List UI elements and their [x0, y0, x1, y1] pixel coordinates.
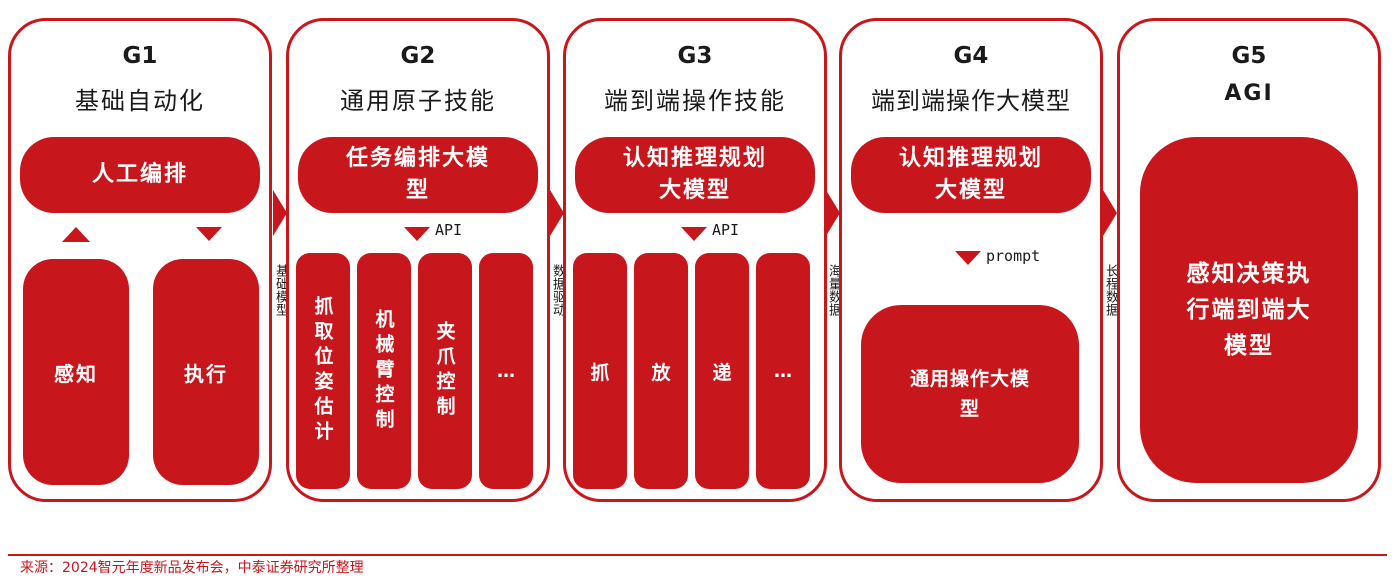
stage-g5: G5 AGI 感知决策执 行端到端大 模型 — [1117, 18, 1381, 502]
stage-id: G3 — [677, 43, 713, 69]
cognitive-reasoning-model-block: 认知推理规划 大模型 — [575, 137, 815, 213]
skill-block: 夹爪控制 — [418, 253, 472, 489]
skill-block: 机械臂控制 — [357, 253, 411, 489]
skill-block-more: … — [479, 253, 533, 489]
stage-id: G1 — [122, 43, 158, 69]
stage-name: AGI — [1224, 81, 1274, 106]
up-arrow-icon — [62, 227, 90, 242]
chevron-right-icon — [273, 190, 287, 236]
stage-name: 基础自动化 — [75, 87, 205, 115]
down-arrow-icon — [955, 251, 981, 265]
stage-g1: G1 基础自动化 人工编排 感知 执行 — [8, 18, 272, 502]
general-operation-model-block: 通用操作大模 型 — [861, 305, 1079, 483]
down-arrow-icon — [196, 227, 222, 241]
connector-label: 基础模型 — [273, 264, 288, 316]
stage-g3: G3 端到端操作技能 认知推理规划 大模型 API 抓 放 递 … — [563, 18, 827, 502]
stage-name: 端到端操作技能 — [604, 87, 786, 115]
manual-orchestration-block: 人工编排 — [20, 137, 260, 213]
stage-name: 通用原子技能 — [340, 87, 496, 115]
stage-name: 端到端操作大模型 — [871, 87, 1071, 115]
source-note: 来源：2024智元年度新品发布会，中泰证券研究所整理 — [20, 560, 364, 576]
down-arrow-icon — [681, 227, 707, 241]
action-block: 抓 — [573, 253, 627, 489]
down-arrow-icon — [404, 227, 430, 241]
stage-g4: G4 端到端操作大模型 认知推理规划 大模型 prompt 通用操作大模 型 — [839, 18, 1103, 502]
api-label: API — [435, 221, 463, 239]
footer-divider — [8, 554, 1387, 556]
connector-label: 长程数据 — [1103, 264, 1118, 316]
stage-id: G2 — [400, 43, 436, 69]
cognitive-reasoning-model-block: 认知推理规划 大模型 — [851, 137, 1091, 213]
prompt-label: prompt — [986, 247, 1041, 265]
chevron-right-icon — [826, 190, 840, 236]
api-label: API — [712, 221, 740, 239]
connector-label: 海量数据 — [826, 264, 841, 316]
chevron-right-icon — [550, 190, 564, 236]
perception-block: 感知 — [23, 259, 129, 485]
stage-g2: G2 通用原子技能 任务编排大模 型 API 抓取位姿估计 机械臂控制 夹爪控制… — [286, 18, 550, 502]
task-orchestration-model-block: 任务编排大模 型 — [298, 137, 538, 213]
stage-id: G4 — [953, 43, 989, 69]
end-to-end-model-block: 感知决策执 行端到端大 模型 — [1140, 137, 1358, 483]
action-block: 放 — [634, 253, 688, 489]
connector-label: 数据驱动 — [550, 264, 565, 316]
stage-id: G5 — [1231, 43, 1267, 69]
execution-block: 执行 — [153, 259, 259, 485]
action-block-more: … — [756, 253, 810, 489]
skill-block: 抓取位姿估计 — [296, 253, 350, 489]
action-block: 递 — [695, 253, 749, 489]
chevron-right-icon — [1103, 190, 1117, 236]
